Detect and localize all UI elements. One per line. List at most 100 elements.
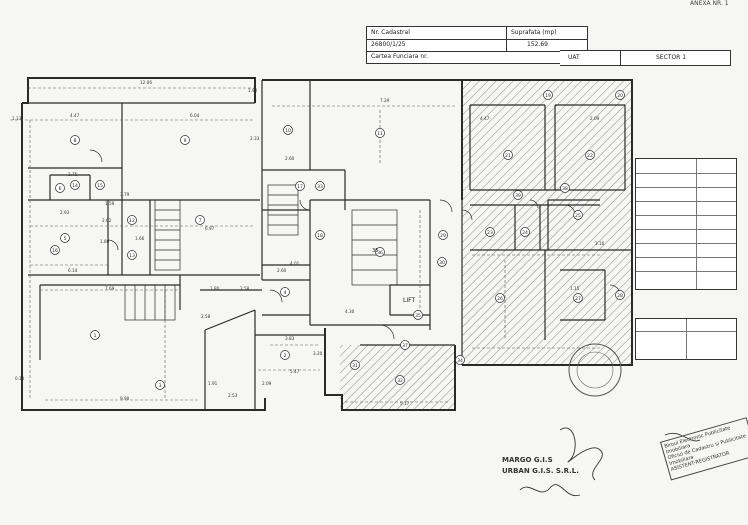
- room-number: 6: [59, 186, 62, 192]
- dimension-label: 2.33: [250, 136, 260, 141]
- dimension-label: 6.14: [68, 268, 78, 273]
- room-number: 16: [52, 248, 58, 254]
- suprafata-label: Suprafata (mp): [511, 29, 557, 36]
- room-marker: 5: [60, 233, 70, 243]
- dimension-label: 3.79: [120, 192, 130, 197]
- room-number: 26: [497, 296, 503, 302]
- room-marker: 14: [70, 180, 80, 190]
- room-marker: 23: [485, 227, 495, 237]
- nr-cadastral-label: Nr. Cadastral: [367, 27, 507, 39]
- room-marker: 38: [560, 183, 570, 193]
- outer-walls: [21, 77, 633, 411]
- room-number: 3: [159, 383, 162, 389]
- room-number: 2: [284, 353, 287, 359]
- room-marker: 21: [503, 150, 513, 160]
- dimension-label: 1.59: [105, 201, 115, 206]
- dimension-label: 2.75: [68, 172, 78, 177]
- dimension-label: 2.60: [285, 156, 295, 161]
- dimension-label: 2.58: [240, 286, 250, 291]
- room-number: 11: [377, 131, 383, 137]
- room-marker: 13: [127, 250, 137, 260]
- room-marker: 3: [155, 380, 165, 390]
- dimension-label: 7.29: [380, 98, 390, 103]
- room-marker: 19: [543, 90, 553, 100]
- room-number: 1: [94, 333, 97, 339]
- room-marker: 29: [438, 230, 448, 240]
- dimension-label: 4.01: [290, 261, 300, 266]
- room-marker: 11: [375, 128, 385, 138]
- dimension-label: 0.10: [15, 376, 25, 381]
- room-marker: 32: [395, 375, 405, 385]
- room-number: 15: [97, 183, 103, 189]
- dimension-label: 4.47: [480, 116, 490, 121]
- dimension-label: 2.62: [102, 218, 112, 223]
- dimension-label: 6.97: [205, 226, 215, 231]
- dimension-label: 2.09: [590, 116, 600, 121]
- room-number: 23: [487, 230, 493, 236]
- dimension-label: 1.91: [208, 381, 218, 386]
- table-row: Cartea Funciara nr.: [367, 51, 587, 63]
- dimension-label: 9.90: [120, 396, 130, 401]
- dimension-label: 6.04: [190, 113, 200, 118]
- room-number: 19: [545, 93, 551, 99]
- dimension-lines: [10, 87, 600, 403]
- suprafata-value: 152.69: [527, 41, 548, 48]
- room-number: 34: [457, 358, 463, 364]
- room-marker: 4: [280, 287, 290, 297]
- room-marker: 10: [283, 125, 293, 135]
- room-number: 22: [587, 153, 593, 159]
- room-number: 5: [64, 236, 67, 242]
- room-number: 10: [285, 128, 291, 134]
- uat-label: UAT: [568, 54, 580, 61]
- room-marker: 17: [295, 181, 305, 191]
- lift-label: LIFT: [403, 297, 415, 304]
- room-number: 13: [129, 253, 135, 259]
- table-row: Nr. Cadastral Suprafata (mp): [367, 27, 587, 40]
- room-number: 30: [439, 260, 445, 266]
- dimension-label: 1.66: [135, 236, 145, 241]
- dimension-label: 4.30: [345, 309, 355, 314]
- uat-row: UAT SECTOR 1: [560, 50, 731, 66]
- room-number: 35: [415, 313, 421, 319]
- room-marker: 6: [55, 183, 65, 193]
- room-number: 12: [129, 218, 135, 224]
- legend-table-bottom: [635, 318, 737, 360]
- room-marker: 15: [95, 180, 105, 190]
- room-number: 21: [505, 153, 511, 159]
- dimension-label: 1.80: [100, 239, 110, 244]
- room-marker: 25: [573, 210, 583, 220]
- dimension-label: 4.47: [70, 113, 80, 118]
- room-marker: 28: [615, 290, 625, 300]
- staircases: [124, 184, 398, 321]
- room-number: 17: [297, 184, 303, 190]
- signature-scribble: [519, 427, 701, 497]
- room-number: 36: [377, 250, 383, 256]
- room-marker: 20: [615, 90, 625, 100]
- room-marker: 34: [455, 355, 465, 365]
- room-number: 25: [575, 213, 581, 219]
- room-number: 37: [402, 343, 408, 349]
- room-number: 18: [317, 233, 323, 239]
- table-row: 26800/1/25 152.69: [367, 39, 587, 52]
- room-marker: 35: [413, 310, 423, 320]
- interior-walls: [28, 80, 632, 410]
- dimension-label: 1.80: [210, 286, 220, 291]
- room-marker: 12: [127, 215, 137, 225]
- dimension-label: 2.93: [60, 210, 70, 215]
- room-marker: 39: [513, 190, 523, 200]
- dimension-label: 5.17: [400, 401, 410, 406]
- room-number: 20: [617, 93, 623, 99]
- room-marker: 36: [375, 247, 385, 257]
- nr-cadastral-value: 26800/1/25: [367, 39, 507, 51]
- room-number: 39: [515, 193, 521, 199]
- room-number: 32: [397, 378, 403, 384]
- room-number: 31: [352, 363, 358, 369]
- company-stamp-line2: URBAN G.I.S. S.R.L.: [502, 467, 579, 475]
- sector-label: SECTOR 1: [656, 54, 687, 61]
- dimension-label: 7.69: [105, 286, 115, 291]
- carte-funciara-label: Cartea Funciara nr.: [371, 53, 429, 60]
- room-marker: 33: [315, 181, 325, 191]
- room-number: 8: [74, 138, 77, 144]
